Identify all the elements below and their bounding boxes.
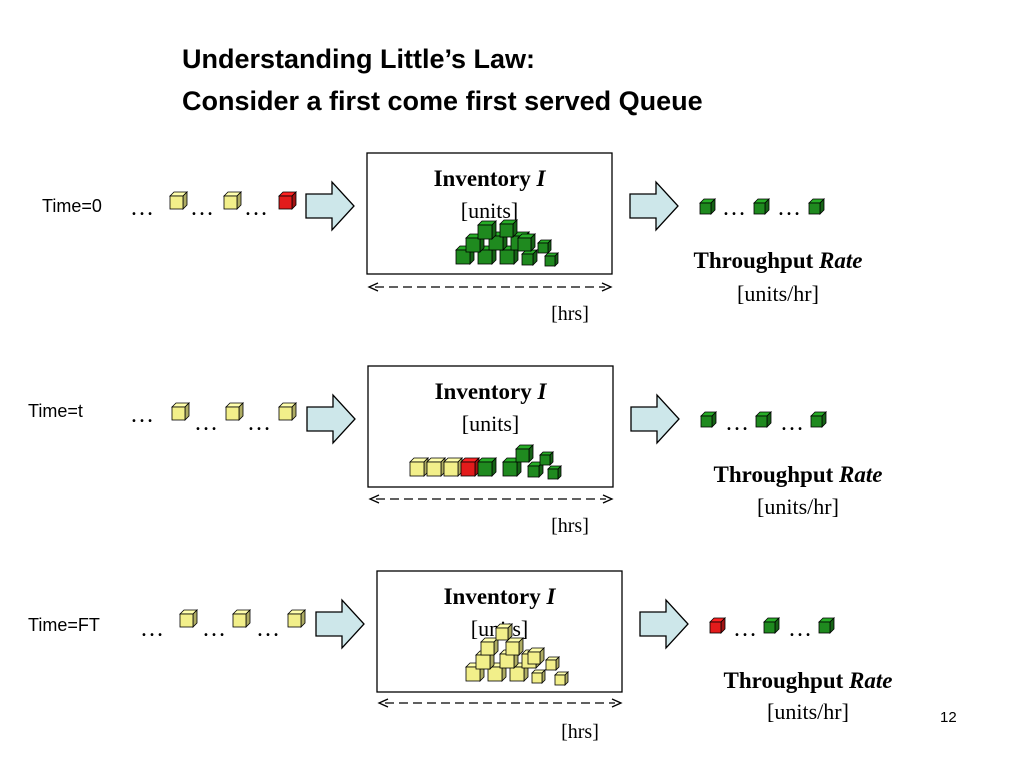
cube [763, 617, 780, 634]
cube [755, 411, 772, 428]
throughput-label: Throughput Rate [724, 668, 893, 693]
cube [810, 411, 827, 428]
cube [527, 647, 545, 665]
cube [753, 198, 770, 215]
ellipsis-text: … [722, 195, 746, 221]
slide-title-line-2: Consider a first come first served Queue [182, 86, 703, 116]
input-arrow [315, 598, 365, 650]
time-span-arrow [368, 494, 614, 504]
throughput-label: Throughput Rate [714, 462, 883, 487]
inventory-units: [units] [461, 198, 518, 223]
ellipsis-text: … [140, 616, 164, 642]
input-arrow [305, 180, 355, 232]
cube [232, 609, 251, 628]
cube [547, 465, 562, 480]
ellipsis-text: … [202, 616, 226, 642]
cube [808, 198, 825, 215]
cube [287, 609, 306, 628]
cube [517, 233, 536, 252]
cube [537, 239, 552, 254]
cube [223, 191, 242, 210]
ellipsis-text: … [244, 195, 268, 221]
input-arrow [306, 393, 356, 445]
cube [700, 411, 717, 428]
slide-title-line-1: Understanding Little’s Law: [182, 44, 536, 74]
output-arrow [630, 393, 680, 445]
inventory-label: Inventory I [444, 584, 557, 609]
throughput-units: [units/hr] [767, 699, 849, 724]
ellipsis-text: … [190, 195, 214, 221]
cube [443, 457, 463, 477]
ellipsis-text: … [256, 616, 280, 642]
cube [499, 219, 518, 238]
cube [169, 191, 188, 210]
time-label: Time=t [28, 401, 83, 421]
time-label: Time=0 [42, 196, 102, 216]
throughput-units: [units/hr] [757, 494, 839, 519]
ellipsis-text: … [725, 410, 749, 436]
ellipsis-text: … [733, 616, 757, 642]
throughput-label: Throughput Rate [694, 248, 863, 273]
ellipsis-text: … [777, 195, 801, 221]
cube [521, 249, 538, 266]
cube [477, 220, 497, 240]
cube [477, 457, 497, 477]
throughput-units: [units/hr] [737, 281, 819, 306]
cube [505, 637, 524, 656]
ellipsis-text: … [247, 410, 271, 436]
time-span-arrow [377, 698, 623, 708]
time-span-arrow [367, 282, 613, 292]
cube [225, 402, 244, 421]
ellipsis-text: … [130, 195, 154, 221]
cube [278, 402, 297, 421]
time-label: Time=FT [28, 615, 100, 635]
cube [554, 671, 569, 686]
cube [495, 623, 513, 641]
time-units: [hrs] [551, 515, 589, 537]
cube [426, 457, 446, 477]
inventory-units: [units] [462, 411, 519, 436]
cube [278, 191, 297, 210]
page-number: 12 [940, 709, 957, 726]
ellipsis-text: … [788, 616, 812, 642]
cube [539, 451, 554, 466]
ellipsis-text: … [130, 402, 154, 428]
ellipsis-text: … [194, 410, 218, 436]
cube [171, 402, 190, 421]
cube [480, 637, 499, 656]
cube [545, 656, 560, 671]
output-arrow [639, 598, 689, 650]
time-units: [hrs] [551, 303, 589, 325]
cube [818, 617, 835, 634]
cube [515, 444, 534, 463]
cube [531, 669, 546, 684]
cube [709, 617, 726, 634]
time-units: [hrs] [561, 721, 599, 743]
cube [699, 198, 716, 215]
cube [544, 252, 559, 267]
output-arrow [629, 180, 679, 232]
cube [409, 457, 429, 477]
cube [179, 609, 198, 628]
cube [460, 457, 480, 477]
inventory-label: Inventory I [434, 166, 547, 191]
inventory-label: Inventory I [435, 379, 548, 404]
ellipsis-text: … [780, 410, 804, 436]
